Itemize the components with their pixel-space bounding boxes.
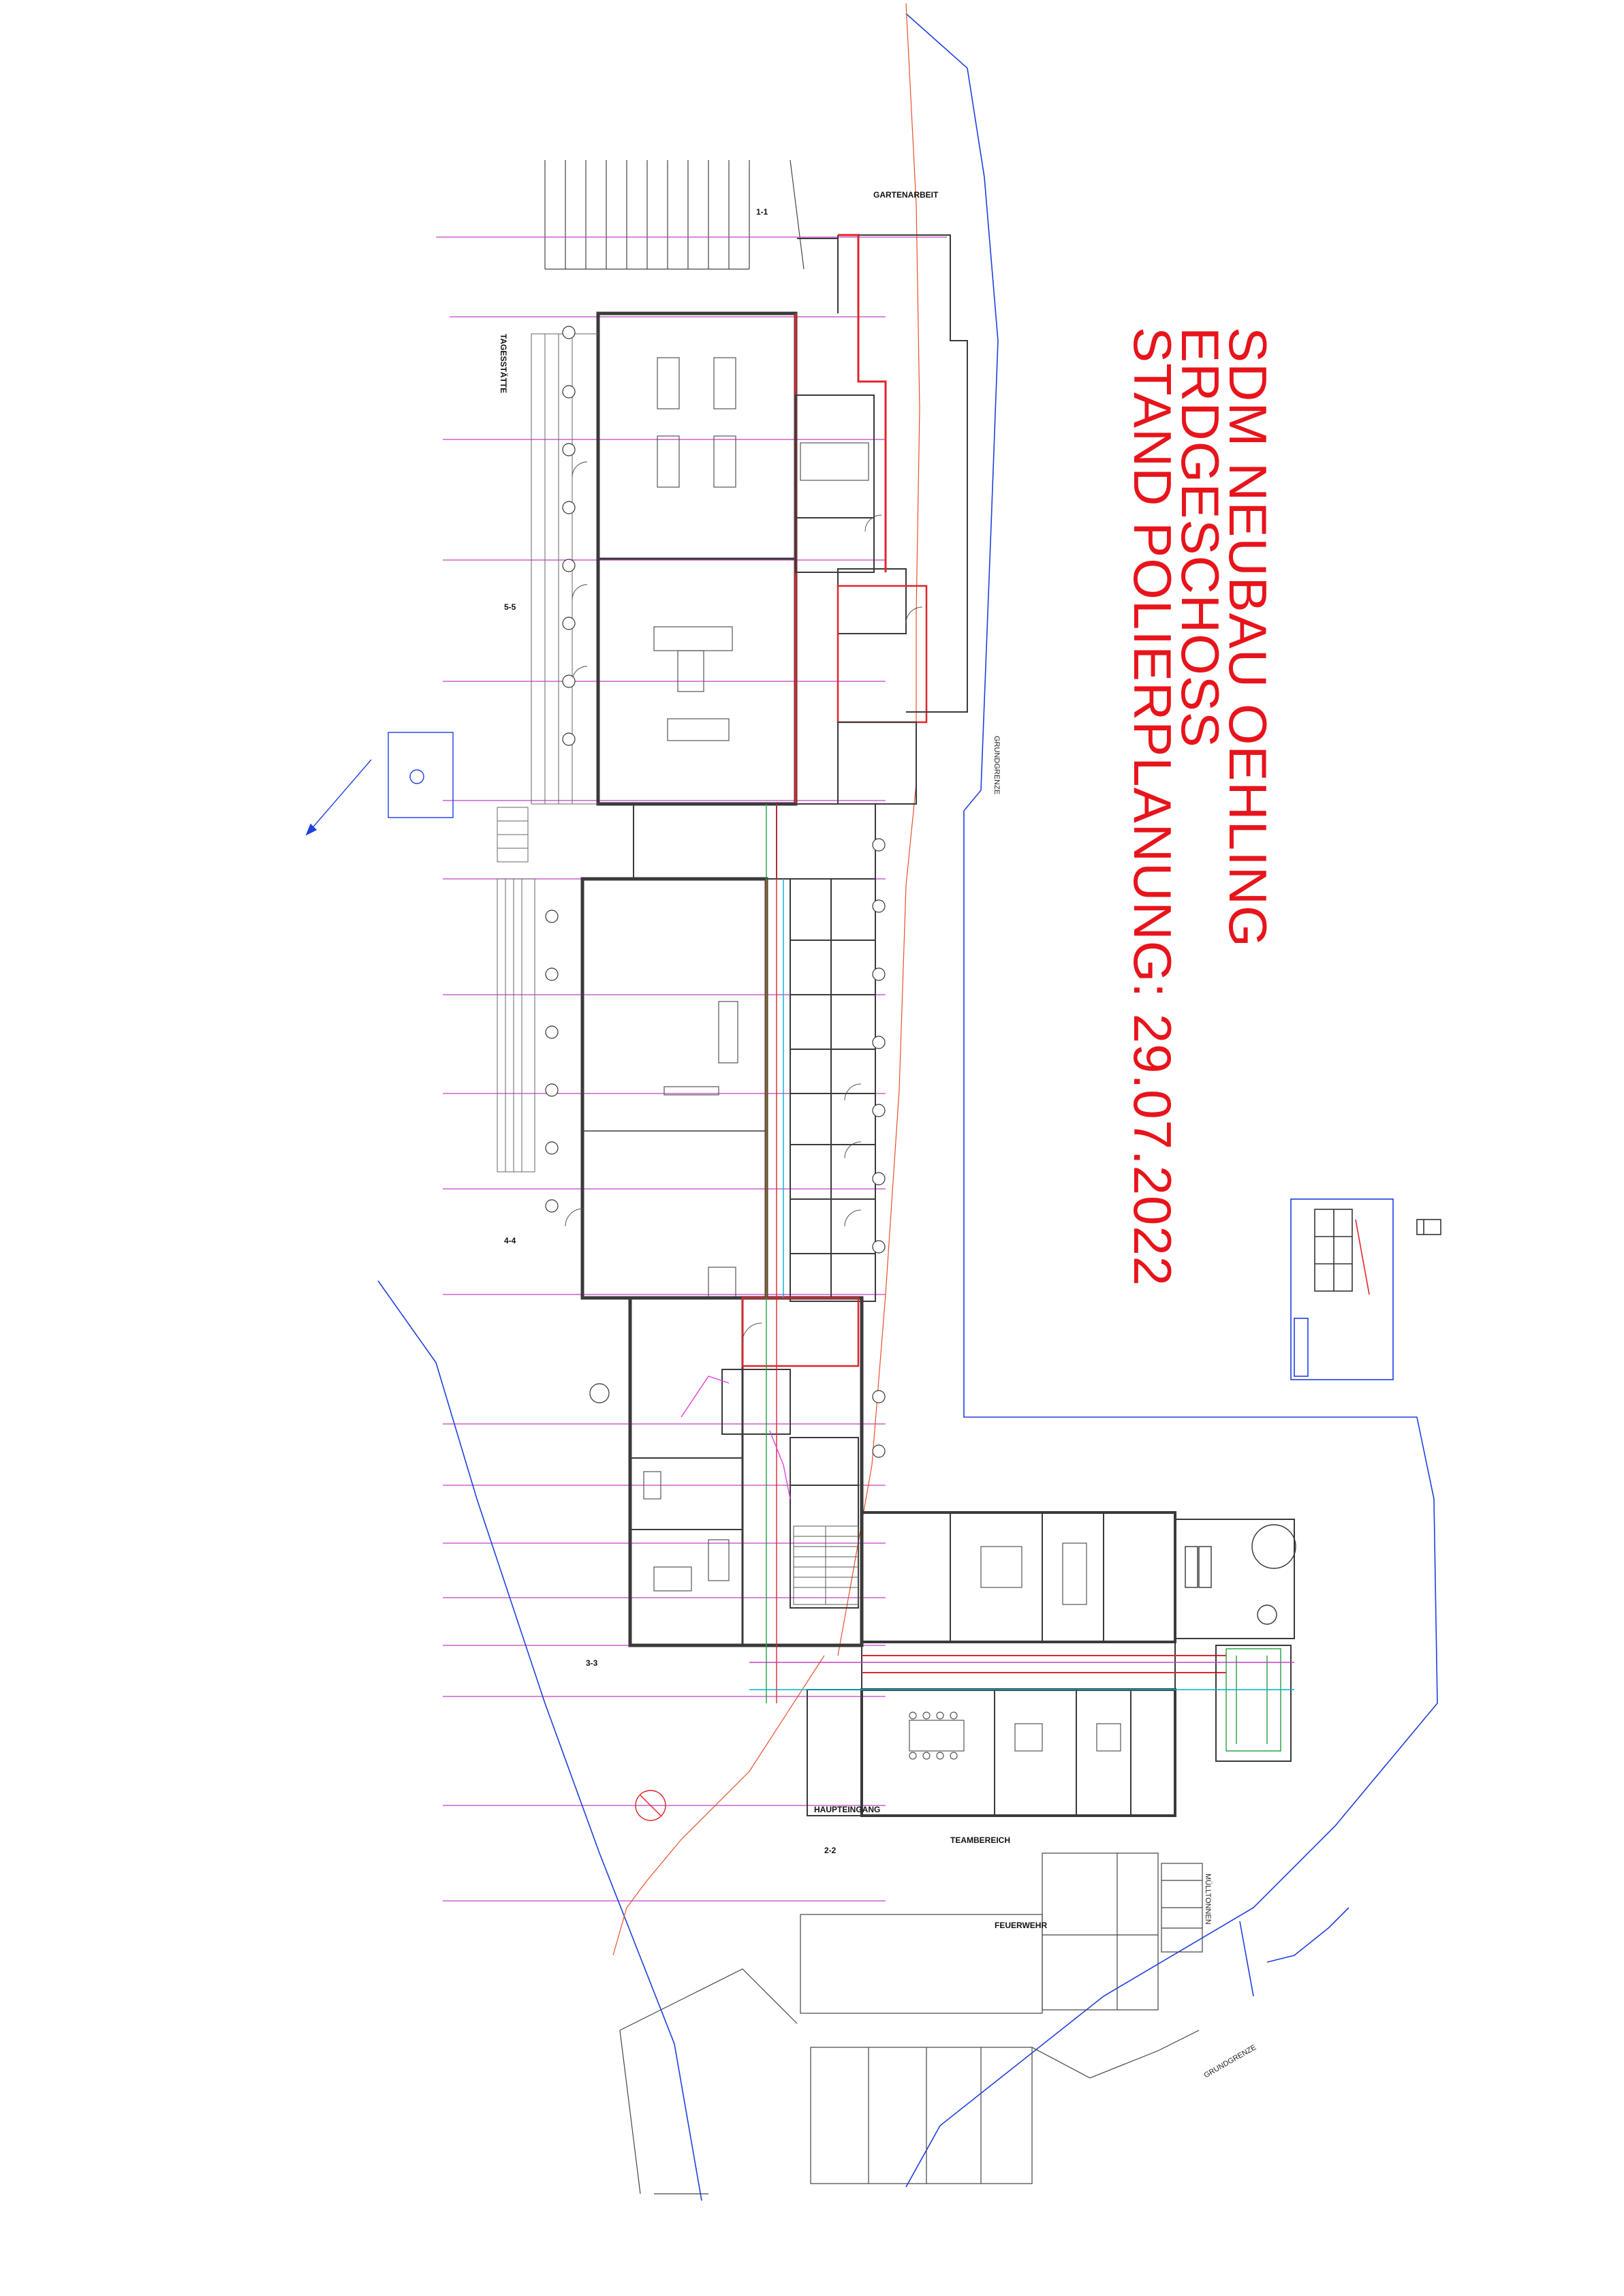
access-arrow [305,732,454,836]
existing-parking-lines [544,159,805,270]
north-symbol [1416,1219,1441,1235]
furniture-wing3 [643,1471,730,1592]
label-haupteingang: HAUPTEINGANG [814,1805,880,1814]
section-mark-3-3: 3-3 [586,1658,598,1668]
label-gartenarbeit: GARTENARBEIT [873,190,939,200]
title-line-2: ERDGESCHOSS [1170,327,1230,748]
title-block: SDM NEUBAU OEHLING ERDGESCHOSS STAND POL… [1123,327,1278,1286]
furniture-wing2 [663,1001,738,1299]
survey-axis-line [612,3,920,1956]
stair-core [793,1525,859,1605]
label-muelltonnen: MÜLLTONNEN [1204,1874,1212,1925]
section-mark-1-1: 1-1 [756,207,768,217]
title-line-1: SDM NEUBAU OEHLING [1218,327,1278,948]
section-mark-5-5: 5-5 [504,602,516,612]
label-grundgrenze-2: GRUNDGRENZE [1203,2043,1258,2079]
tank-equipment [1185,1524,1296,1752]
services-pipes [681,804,1294,1703]
section-mark-2-2: 2-2 [824,1846,837,1855]
grid-axes [436,236,947,1902]
wing-lower-left [628,1296,864,1647]
hydrant-symbol [635,1790,666,1821]
label-tagesstaette: TAGESSTÄTTE [499,334,509,393]
wing-tagesstaette [596,234,968,806]
grid-bubbles [545,326,886,1458]
section-mark-4-4: 4-4 [504,1236,516,1245]
door-swings [565,461,923,1343]
plan-labels: TAGESSTÄTTE GARTENARBEIT HAUPTEINGANG TE… [499,190,1258,2080]
furniture-team [909,1542,1121,1760]
wing-middle [580,803,876,1302]
wing-lower-right [807,1511,1295,1817]
title-line-3: STAND POLIERPLANUNG: 29.07.2022 [1123,327,1183,1286]
label-teambereich: TEAMBEREICH [950,1835,1010,1845]
label-feuerwehr: FEUERWEHR [995,1921,1047,1930]
furniture-tables-wing1 [653,357,869,741]
site-bottom-structures [619,1852,1203,2194]
terrace-wing2 [497,807,535,1173]
legend-box [1290,1198,1394,1380]
label-grundgrenze-1: GRUNDGRENZE [993,736,1001,794]
